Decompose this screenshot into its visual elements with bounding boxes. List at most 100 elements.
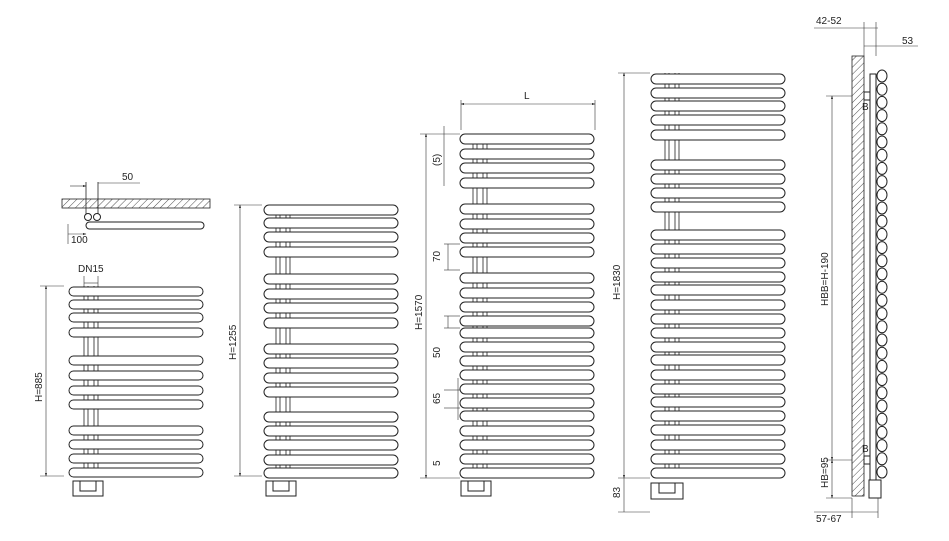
radiator-bar [650,383,786,395]
radiator-bar [459,315,595,327]
side-bar-loop [876,254,888,268]
side-bar-loop [876,161,888,175]
radiator-bar [459,287,595,299]
radiator-bar [263,425,399,437]
bracket-bottom [863,455,871,465]
radiator-bar [68,425,204,436]
radiator-bar [650,424,786,436]
radiator-bar [263,204,399,216]
dim-pipe-spacing: 100 [71,235,88,246]
radiator-bar [263,439,399,451]
radiator-bar [459,439,595,451]
radiator-bar [650,453,786,465]
side-collector [869,73,877,485]
valve-right [93,213,101,221]
radiator-bar [650,159,786,171]
valve-left [84,213,92,221]
radiator-bar [459,218,595,230]
radiator-bar [68,453,204,464]
side-bar-loop [876,188,888,202]
bracket-top-label: B [862,102,869,113]
side-bar-loop [876,148,888,162]
dim-height-xl: H=1830 [612,264,623,300]
valve-cap-2 [272,480,290,492]
dim-gap-top: (5) [432,154,443,166]
radiator-bar [650,396,786,408]
side-bar-loop [876,452,888,466]
radiator-bar [650,284,786,296]
radiator-bar [68,399,204,410]
radiator-1570: L H=1570 (5) 70 50 65 5 [414,91,596,497]
radiator-bar [263,217,399,229]
radiator-bar [459,341,595,353]
side-bar-loop [876,386,888,400]
side-bar-loop [876,201,888,215]
radiator-bar [459,453,595,465]
side-bar-loop [876,122,888,136]
side-bar-loop [876,465,888,479]
side-bar-loop [876,425,888,439]
radiator-bar [263,317,399,329]
radiator-bar [650,229,786,241]
radiator-1255: H=1255 [228,204,399,497]
bracket-bottom-label: B [862,444,869,455]
side-bar-loop [876,399,888,413]
dim-depth: 53 [902,36,914,47]
dim-hb: HB=95 [820,457,831,488]
dim-height-medium: H=1255 [228,324,239,360]
side-bar-loop [876,320,888,334]
side-bar-loop [876,346,888,360]
dim-gap-65: 65 [432,392,443,404]
dim-gap-5: 5 [432,460,443,466]
radiator-bar [459,272,595,284]
side-view: 42-52 53 B B HBB=H-190 HB=95 57-67 [814,16,918,525]
radiator-bar [650,327,786,339]
dim-height-large: H=1570 [414,294,425,330]
dim-bottom-offset: 83 [612,486,623,498]
radiator-885: DN15 H=885 [34,264,204,497]
radiator-bar [263,302,399,314]
radiator-bar [263,288,399,300]
radiator-bar [459,177,595,189]
radiator-bar [68,327,204,338]
side-bar-loop [876,267,888,281]
radiator-bar [68,439,204,450]
radiator-bar [650,114,786,126]
radiator-bar [68,299,204,310]
side-bar-loop [876,69,888,83]
radiator-bar [459,383,595,395]
radiator-bar [650,341,786,353]
radiator-bar [459,301,595,313]
radiator-bar [263,411,399,423]
radiator-bar [68,312,204,323]
radiator-bar [650,410,786,422]
radiator-bar [650,173,786,185]
side-bar-loop [876,333,888,347]
dim-gap-50: 50 [432,346,443,358]
plan-view: 50 100 [61,172,211,246]
dim-width: L [524,91,530,102]
side-bar-loop [876,241,888,255]
radiator-bar [68,355,204,366]
radiator-bar [650,467,786,479]
radiator-bar [263,372,399,384]
radiator-bar [459,355,595,367]
radiator-bar [650,299,786,311]
radiator-bar [650,243,786,255]
radiator-bar [459,425,595,437]
radiator-bar [650,100,786,112]
wall-section-top [61,198,211,209]
radiator-bar [263,273,399,285]
bracket-top [863,91,871,101]
side-bar-loop [876,227,888,241]
radiator-bar [459,246,595,258]
side-bar-loop [876,412,888,426]
side-bar-loop [876,307,888,321]
side-bar-loop [876,214,888,228]
radiator-bar [459,148,595,160]
radiator-bar [650,87,786,99]
radiator-bar [459,410,595,422]
radiator-bar [263,386,399,398]
radiator-bar [459,162,595,174]
